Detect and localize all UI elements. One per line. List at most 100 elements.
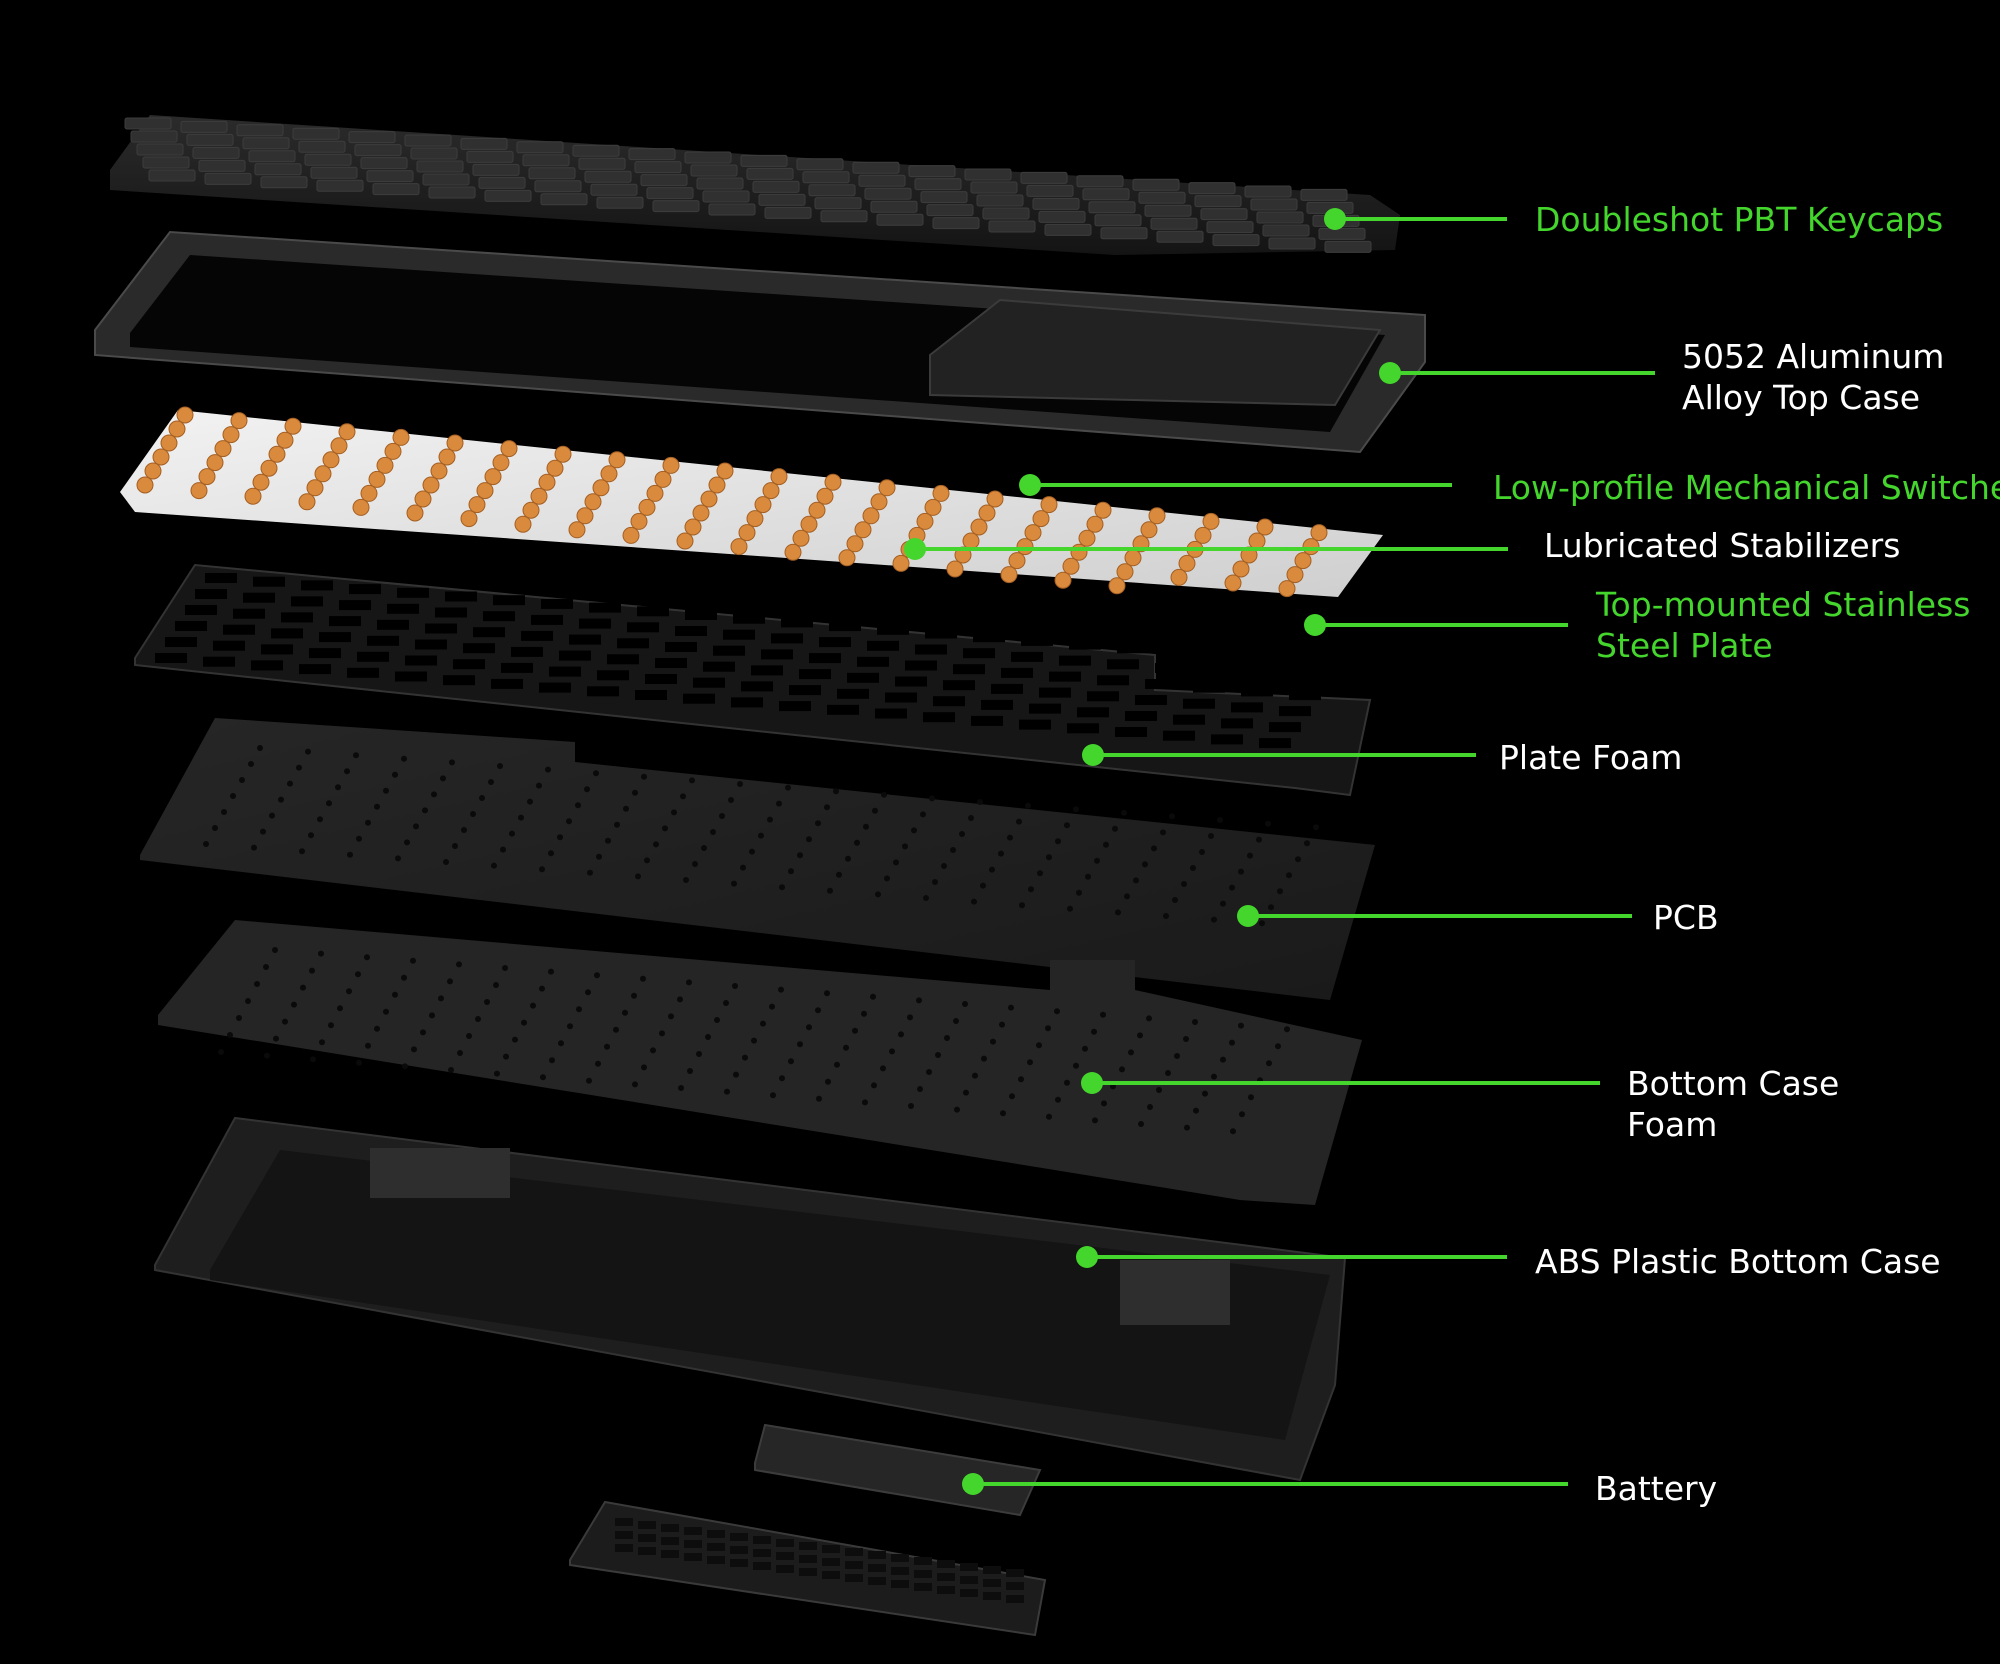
pcb-hole bbox=[337, 1005, 343, 1012]
pcb-hole bbox=[319, 1039, 325, 1046]
pcb-hole bbox=[1275, 1043, 1281, 1050]
pcb-hole bbox=[825, 1078, 831, 1085]
plate-cutout bbox=[569, 634, 601, 645]
keycap bbox=[1256, 211, 1304, 224]
foam-hole bbox=[596, 853, 602, 860]
plate-foam-layer bbox=[140, 718, 1375, 1000]
cover-slot bbox=[661, 1550, 679, 1558]
foam-hole bbox=[230, 793, 236, 799]
leader-switches-dot bbox=[1019, 474, 1041, 496]
pcb-hole bbox=[1202, 1090, 1208, 1097]
cover-slot bbox=[914, 1570, 932, 1578]
plate-cutout bbox=[1231, 702, 1263, 713]
pcb-hole bbox=[650, 1047, 656, 1054]
pcb-hole bbox=[742, 1054, 748, 1061]
foam-hole bbox=[635, 873, 641, 880]
switch bbox=[1302, 538, 1320, 556]
plate-cutout bbox=[867, 640, 899, 651]
foam-hole bbox=[923, 895, 929, 901]
keycap bbox=[858, 174, 906, 187]
steel-plate-layer bbox=[134, 563, 1372, 797]
switch bbox=[1116, 563, 1134, 581]
pcb-board bbox=[158, 920, 1362, 1205]
keycap bbox=[416, 160, 464, 173]
pcb-hole bbox=[245, 998, 251, 1004]
switch bbox=[600, 465, 618, 483]
callout-plate-foam-line: Plate Foam bbox=[1499, 738, 1683, 777]
pcb-hole bbox=[1046, 1113, 1052, 1120]
plate-cutout bbox=[693, 677, 725, 688]
plate-cutout bbox=[1049, 671, 1081, 682]
plate-cutout bbox=[885, 692, 917, 703]
keycap bbox=[1132, 178, 1180, 191]
plate-cutout bbox=[1309, 658, 1341, 669]
foam-hole bbox=[749, 848, 755, 855]
plate-cutout bbox=[877, 624, 909, 635]
plate-cutout bbox=[675, 626, 707, 636]
pcb-hole bbox=[236, 1015, 242, 1021]
foam-hole bbox=[356, 835, 362, 842]
foam-hole bbox=[863, 823, 869, 830]
switch bbox=[576, 507, 594, 525]
keycap bbox=[1262, 224, 1310, 237]
foam-hole bbox=[260, 828, 266, 835]
switch bbox=[1124, 549, 1142, 567]
pcb-hole bbox=[310, 1056, 316, 1063]
keycap bbox=[540, 193, 588, 206]
plate-cutout bbox=[771, 633, 803, 644]
pcb-hole bbox=[898, 1031, 904, 1038]
switch bbox=[762, 482, 780, 500]
plate-cutout bbox=[453, 659, 485, 670]
plate-cutout bbox=[425, 623, 457, 634]
plate-cutout bbox=[377, 619, 409, 630]
keycap bbox=[1244, 185, 1292, 198]
switch bbox=[284, 417, 302, 435]
cover-slot bbox=[868, 1564, 886, 1572]
plate-cutout bbox=[491, 678, 523, 689]
keycap bbox=[460, 137, 508, 150]
switch bbox=[1248, 532, 1266, 550]
pcb-hole bbox=[770, 1092, 776, 1099]
foam-hole bbox=[884, 875, 890, 882]
plate-cutout bbox=[627, 622, 659, 633]
pcb-hole bbox=[530, 1002, 536, 1009]
plate-cutout bbox=[1221, 718, 1253, 729]
pcb-hole bbox=[843, 1044, 849, 1051]
battery-cover-grid bbox=[615, 1518, 1024, 1603]
foam-hole bbox=[605, 837, 611, 844]
keycap bbox=[628, 148, 676, 161]
keycap bbox=[1150, 217, 1198, 230]
pcb-hole bbox=[861, 1010, 867, 1017]
plate-cutout bbox=[549, 666, 581, 677]
foam-hole bbox=[785, 784, 791, 791]
top-case-control-block bbox=[929, 298, 1382, 407]
plate-cutout bbox=[587, 686, 619, 697]
keycap bbox=[1318, 227, 1366, 240]
keycap bbox=[236, 124, 284, 137]
foam-hole bbox=[854, 839, 860, 846]
pcb-hole bbox=[972, 1072, 978, 1079]
pcb-hole bbox=[374, 1025, 380, 1032]
pcb-hole bbox=[1100, 1011, 1106, 1018]
pcb-hole bbox=[594, 972, 600, 979]
plate-cutout bbox=[559, 650, 591, 661]
switch bbox=[700, 490, 718, 508]
plate-cutout bbox=[1125, 711, 1157, 721]
pcb-hole bbox=[1000, 1110, 1006, 1117]
foam-hole bbox=[305, 748, 311, 755]
foam-hole bbox=[566, 818, 572, 825]
keycap bbox=[1082, 188, 1130, 201]
pcb-hole bbox=[1156, 1087, 1162, 1093]
pcb-hole bbox=[631, 992, 637, 999]
plate-cutout bbox=[415, 639, 447, 650]
plate-cutout bbox=[943, 680, 975, 691]
pcb-hole bbox=[300, 984, 306, 991]
plate-cutout bbox=[281, 612, 313, 623]
switch bbox=[1040, 496, 1058, 514]
pcb-hole bbox=[686, 979, 692, 986]
switch bbox=[144, 462, 162, 480]
foam-hole bbox=[1055, 838, 1061, 845]
switch bbox=[546, 459, 564, 477]
pcb-hole bbox=[953, 1018, 959, 1024]
foam-hole bbox=[824, 804, 830, 811]
